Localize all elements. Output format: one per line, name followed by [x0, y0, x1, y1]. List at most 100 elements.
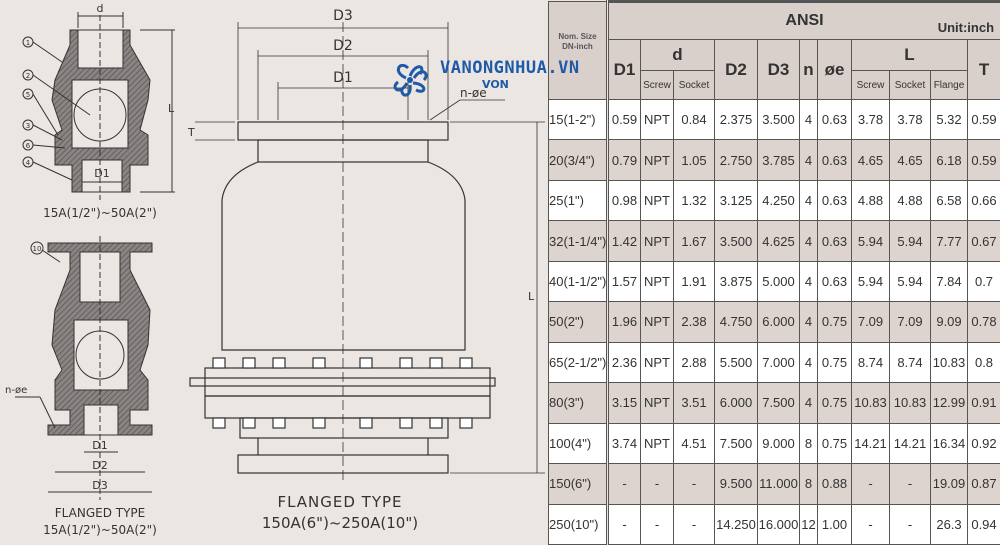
table-cell: 3.500	[757, 98, 800, 141]
label-l-large: L	[528, 290, 535, 303]
table-cell: 0.94	[966, 503, 1000, 545]
table-cell: 14.21	[851, 422, 890, 465]
col-l: L	[851, 39, 968, 71]
valve-drawings: d D1 L 1 2 5 3 6 4 15A(1/2")~50A(2") 10 …	[5, 2, 545, 537]
table-cell: 2.36	[607, 341, 641, 384]
col-t: T	[966, 39, 1000, 100]
table-cell: 0.8	[966, 341, 1000, 384]
col-n: n	[799, 39, 818, 100]
table-cell: 0.75	[817, 382, 852, 424]
table-cell: -	[640, 463, 674, 505]
table-cell: -	[889, 503, 931, 545]
label-d3-small: D3	[92, 479, 107, 492]
col-d3: D3	[757, 39, 800, 100]
table-cell: 8.74	[851, 341, 890, 384]
table-cell: 5.94	[889, 220, 931, 262]
table-cell: 0.59	[607, 98, 641, 141]
table-cell: 0.63	[817, 260, 852, 303]
table-cell: 0.66	[966, 179, 1000, 222]
table-cell: 4.250	[757, 179, 800, 222]
table-cell: 0.67	[966, 220, 1000, 262]
label-d: d	[97, 2, 104, 15]
table-cell: 7.500	[757, 382, 800, 424]
col-d1: D1	[607, 39, 641, 100]
table-cell: 2.750	[714, 139, 758, 181]
table-cell: 0.7	[966, 260, 1000, 303]
col-d2: D2	[714, 39, 758, 100]
table-cell: 1.91	[673, 260, 715, 303]
table-cell: 4	[799, 179, 818, 222]
table-cell: -	[851, 463, 890, 505]
table-cell: -	[607, 463, 641, 505]
table-cell: 9.09	[930, 301, 968, 343]
table-cell: 10.83	[930, 341, 968, 384]
table-cell: 4	[799, 382, 818, 424]
table-cell: 3.15	[607, 382, 641, 424]
table-cell: 0.75	[817, 301, 852, 343]
table-cell: 0.63	[817, 179, 852, 222]
bolts	[212, 357, 473, 429]
nominal-size-cell: 15(1-2")	[548, 98, 609, 141]
table-cell: 10.83	[851, 382, 890, 424]
table-cell: 0.63	[817, 139, 852, 181]
table-cell: -	[851, 503, 890, 545]
table-cell: 3.78	[889, 98, 931, 141]
table-cell: 0.84	[673, 98, 715, 141]
col-l-flange: Flange	[930, 70, 968, 100]
table-cell: 0.63	[817, 98, 852, 141]
col-l-socket: Socket	[889, 70, 931, 100]
col-d-screw: Screw	[640, 70, 674, 100]
table-cell: 7.84	[930, 260, 968, 303]
table-cell: -	[607, 503, 641, 545]
table-cell: 6.18	[930, 139, 968, 181]
table-cell: 0.59	[966, 98, 1000, 141]
table-cell: 3.74	[607, 422, 641, 465]
nominal-size-cell: 250(10")	[548, 503, 609, 545]
standard-header: ANSI Unit:inch	[606, 0, 1000, 40]
table-cell: NPT	[640, 139, 674, 181]
table-cell: 9.000	[757, 422, 800, 465]
caption-small-top: 15A(1/2")~50A(2")	[43, 206, 157, 220]
table-cell: 4.51	[673, 422, 715, 465]
table-cell: 1.57	[607, 260, 641, 303]
table-cell: 1.96	[607, 301, 641, 343]
table-cell: 14.250	[714, 503, 758, 545]
table-cell: 0.75	[817, 422, 852, 465]
nominal-size-cell: 40(1-1/2")	[548, 260, 609, 303]
col-oe: øe	[817, 39, 852, 100]
logo-text: VANONGNHUA.VN	[440, 58, 580, 78]
table-cell: 3.785	[757, 139, 800, 181]
table-cell: 4	[799, 341, 818, 384]
table-cell: 7.77	[930, 220, 968, 262]
label-t: T	[187, 126, 195, 139]
nominal-size-cell: 65(2-1/2")	[548, 341, 609, 384]
table-cell: 0.92	[966, 422, 1000, 465]
table-cell: 7.09	[889, 301, 931, 343]
table-cell: NPT	[640, 422, 674, 465]
table-cell: 5.32	[930, 98, 968, 141]
table-cell: 2.38	[673, 301, 715, 343]
table-cell: NPT	[640, 260, 674, 303]
table-cell: 4	[799, 98, 818, 141]
nominal-size-cell: 80(3")	[548, 382, 609, 424]
table-cell: -	[640, 503, 674, 545]
caption-small-bottom: 15A(1/2")~50A(2")	[43, 523, 157, 537]
nominal-size-cell: 100(4")	[548, 422, 609, 465]
table-cell: 12	[799, 503, 818, 545]
table-cell: NPT	[640, 98, 674, 141]
table-cell: 3.51	[673, 382, 715, 424]
callout-3: 3	[26, 122, 30, 130]
table-cell: 3.875	[714, 260, 758, 303]
table-cell: 5.500	[714, 341, 758, 384]
table-cell: 0.63	[817, 220, 852, 262]
table-cell: 4.625	[757, 220, 800, 262]
table-cell: NPT	[640, 301, 674, 343]
col-d: d	[640, 39, 715, 71]
nominal-size-cell: 20(3/4")	[548, 139, 609, 181]
label-d2-small: D2	[92, 459, 107, 472]
table-cell: 4.88	[851, 179, 890, 222]
